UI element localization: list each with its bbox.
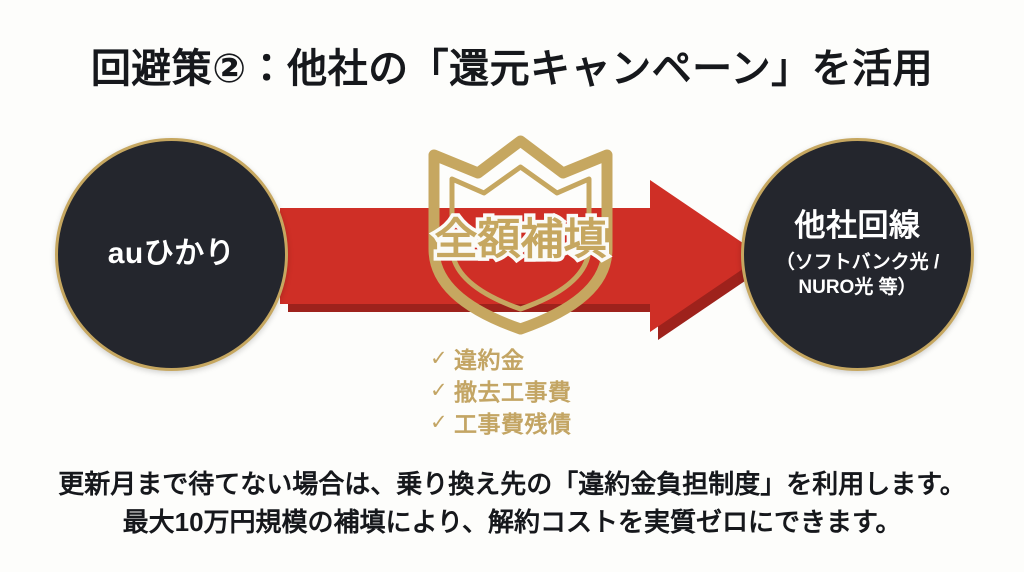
- transfer-arrow: [250, 170, 770, 340]
- benefit-item-label: 違約金: [454, 347, 525, 373]
- node-target[interactable]: 他社回線 （ソフトバンク光 / NURO光 等）: [741, 138, 974, 371]
- benefit-item: ✓ 撤去工事費: [430, 374, 572, 406]
- shield-badge: [418, 131, 623, 336]
- check-icon: ✓: [430, 410, 448, 434]
- node-source[interactable]: auひかり: [55, 138, 288, 371]
- arrow-icon: [280, 180, 770, 340]
- check-icon: ✓: [430, 378, 448, 402]
- benefit-item: ✓ 違約金: [430, 342, 572, 374]
- shield-icon: [428, 135, 613, 335]
- benefit-item-label: 撤去工事費: [454, 379, 572, 405]
- benefit-item-label: 工事費残債: [454, 411, 572, 437]
- benefit-list: ✓ 違約金 ✓ 撤去工事費 ✓ 工事費残債: [430, 342, 572, 438]
- benefit-item: ✓ 工事費残債: [430, 406, 572, 438]
- node-target-sublabel-line1: （ソフトバンク光 /: [775, 251, 940, 273]
- caption-line-1: 更新月まで待てない場合は、乗り換え先の「違約金負担制度」を利用します。: [58, 469, 966, 499]
- shield-label: 全額補填: [431, 213, 610, 268]
- caption: 更新月まで待てない場合は、乗り換え先の「違約金負担制度」を利用します。 最大10…: [0, 466, 1024, 541]
- node-target-sublabel: （ソフトバンク光 / NURO光 等）: [776, 250, 940, 301]
- caption-line-2: 最大10万円規模の補填により、解約コストを実質ゼロにできます。: [122, 506, 902, 537]
- node-source-label: auひかり: [107, 237, 236, 271]
- node-target-label: 他社回線: [794, 208, 921, 244]
- page-title: 回避策②：他社の「還元キャンペーン」を活用: [90, 47, 934, 91]
- node-target-sublabel-line2: NURO光 等）: [798, 277, 917, 299]
- check-icon: ✓: [430, 346, 448, 370]
